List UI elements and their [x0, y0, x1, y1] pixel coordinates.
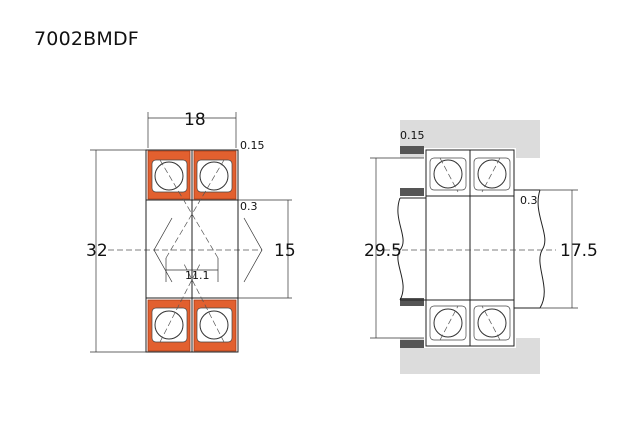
- right-contact-1: [439, 157, 459, 193]
- chamfer-inner-label: 0.3: [240, 200, 258, 213]
- contact-line-2: [165, 159, 225, 259]
- right-contact-2: [481, 157, 501, 193]
- shaft-break-right: [537, 189, 546, 309]
- housing-shoulder-top: [400, 146, 424, 154]
- drawing-title: 7002BMDF: [34, 28, 139, 50]
- left-bearing-view: 18 32 15 0.15 0.3 11.1: [86, 110, 296, 353]
- contact-line-1: [159, 159, 219, 259]
- right-chamfer-inner-label: 0.3: [520, 194, 538, 207]
- right-ball-top-left: [433, 159, 463, 189]
- right-chamfer-outer-label: 0.15: [400, 129, 425, 142]
- spacer-bottom: [400, 298, 424, 306]
- right-ball-bottom-right: [477, 308, 507, 338]
- housing-shoulder-bottom: [400, 340, 424, 348]
- right-contact-3: [439, 305, 459, 341]
- outer-diameter-label: 32: [86, 241, 108, 261]
- bore-label: 15: [274, 241, 296, 261]
- contact-line-4: [183, 263, 225, 343]
- spacer-top: [400, 188, 424, 196]
- right-bearing-view: 0.15 0.3 29.5 17.5: [364, 120, 598, 374]
- shaft-shoulder-label: 17.5: [560, 241, 598, 261]
- offset-label: 11.1: [185, 269, 210, 282]
- ball-top-left: [154, 161, 184, 191]
- housing-shoulder-label: 29.5: [364, 241, 402, 261]
- contact-line-3: [159, 263, 201, 343]
- width-label: 18: [184, 110, 206, 130]
- ball-top-right: [199, 161, 229, 191]
- right-ball-top-right: [477, 159, 507, 189]
- v-mark-right: [243, 217, 263, 283]
- right-contact-4: [481, 305, 501, 341]
- right-ball-bottom-left: [433, 308, 463, 338]
- shaft-break-left: [397, 197, 404, 301]
- ball-bottom-right: [199, 310, 229, 340]
- chamfer-outer-label: 0.15: [240, 139, 265, 152]
